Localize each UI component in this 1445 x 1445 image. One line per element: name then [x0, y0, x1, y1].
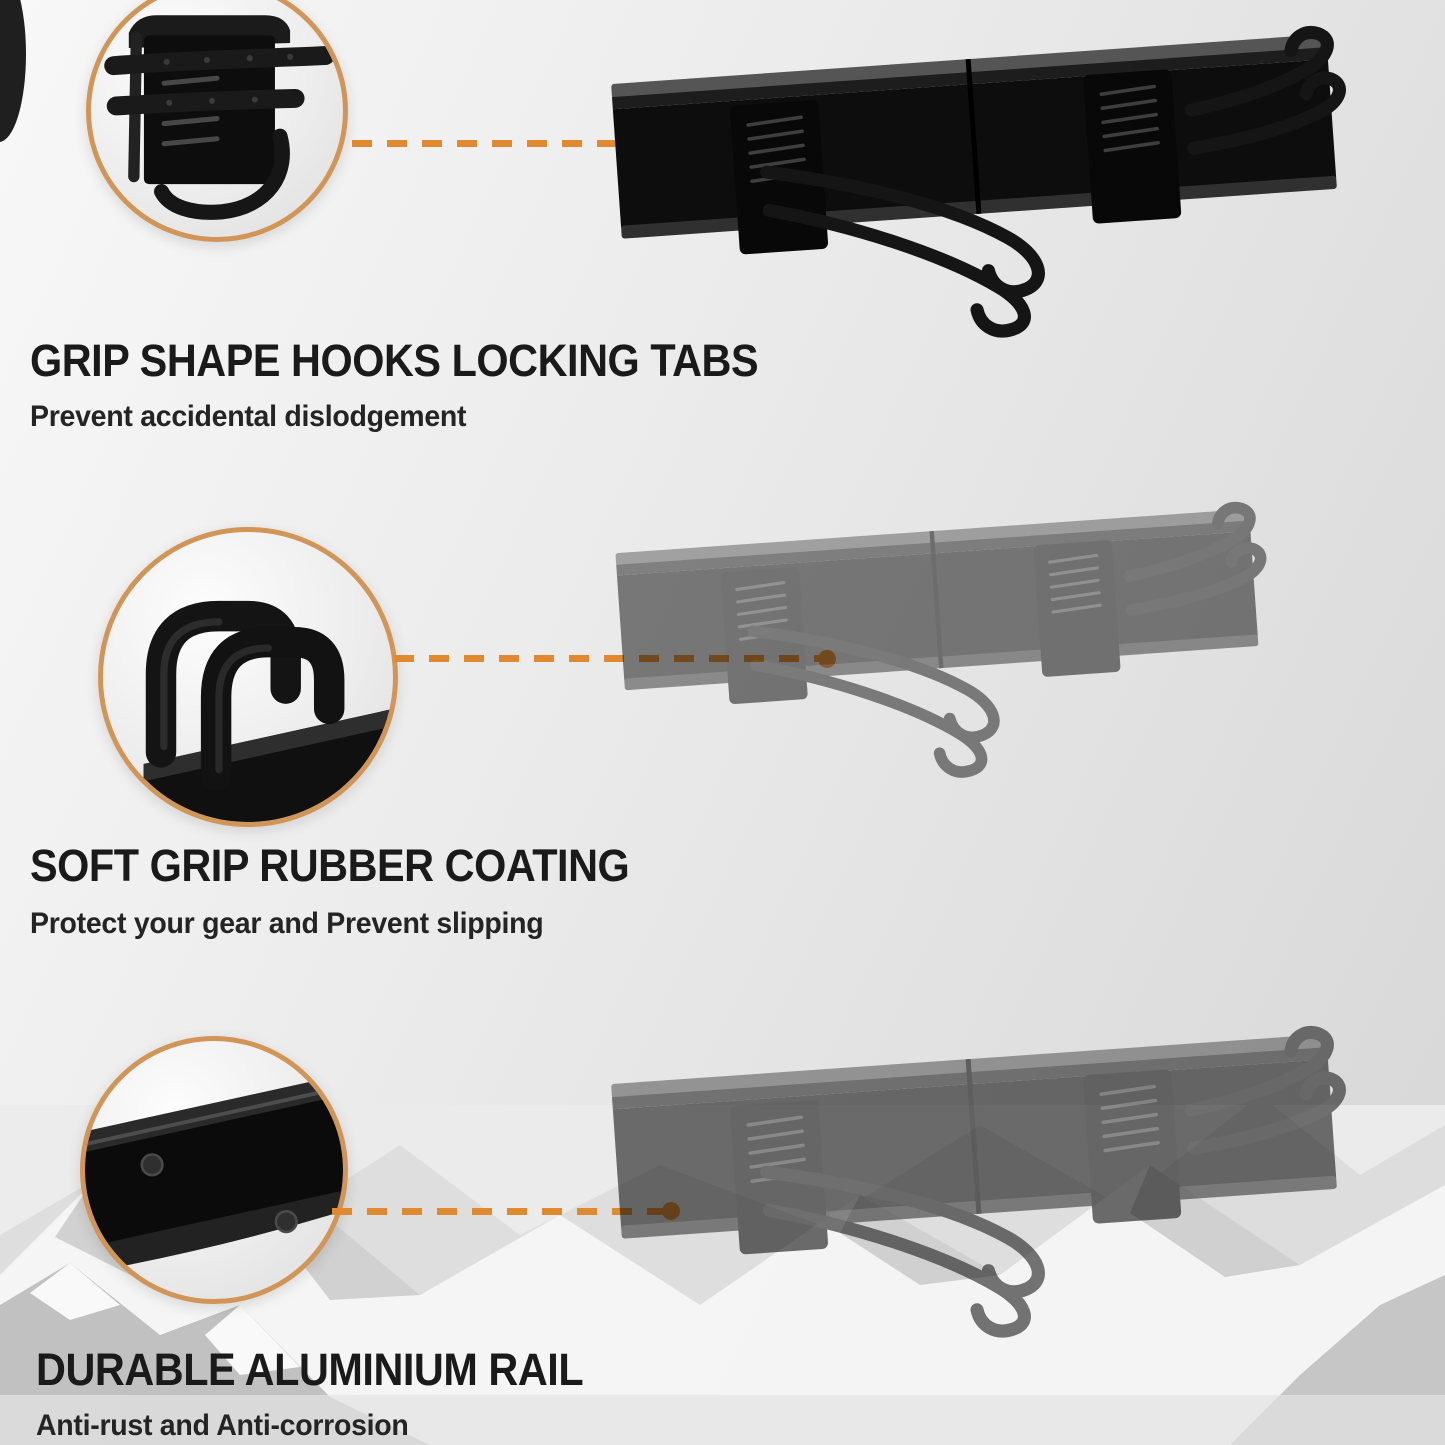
tool-rack-photo-1 — [605, 5, 1350, 350]
callout-dashed-line-2 — [394, 655, 822, 662]
hook-locking-tabs-closeup-icon — [104, 15, 335, 220]
wall-mounted-tool-rack-faded-icon — [610, 483, 1270, 789]
feature-title-locking-tabs: GRIP SHAPE HOOKS LOCKING TABS — [30, 335, 759, 386]
corner-photo-edge — [0, 0, 26, 142]
feature-title-aluminium-rail: DURABLE ALUMINIUM RAIL — [36, 1344, 584, 1395]
feature-subtitle-rubber-coating: Protect your gear and Prevent slipping — [30, 907, 544, 940]
tool-rack-photo-2 — [610, 483, 1270, 789]
wall-mounted-tool-rack-faded-icon — [605, 1005, 1350, 1350]
rubber-coating-inset-circle — [98, 527, 398, 827]
feature-title-rubber-coating: SOFT GRIP RUBBER COATING — [30, 840, 630, 891]
feature-subtitle-locking-tabs: Prevent accidental dislodgement — [30, 400, 467, 433]
locking-tabs-inset-circle — [86, 0, 348, 242]
aluminium-rail-inset-circle — [80, 1036, 348, 1304]
rubber-coated-hook-tips-closeup-icon — [143, 600, 393, 822]
feature-subtitle-aluminium-rail: Anti-rust and Anti-corrosion — [36, 1409, 409, 1442]
callout-dashed-line-1 — [352, 140, 744, 147]
callout-dashed-line-3 — [332, 1208, 672, 1215]
tool-rack-photo-3 — [605, 1005, 1350, 1350]
aluminium-rail-closeup-icon — [85, 1074, 343, 1274]
wall-mounted-tool-rack-icon — [605, 5, 1350, 350]
